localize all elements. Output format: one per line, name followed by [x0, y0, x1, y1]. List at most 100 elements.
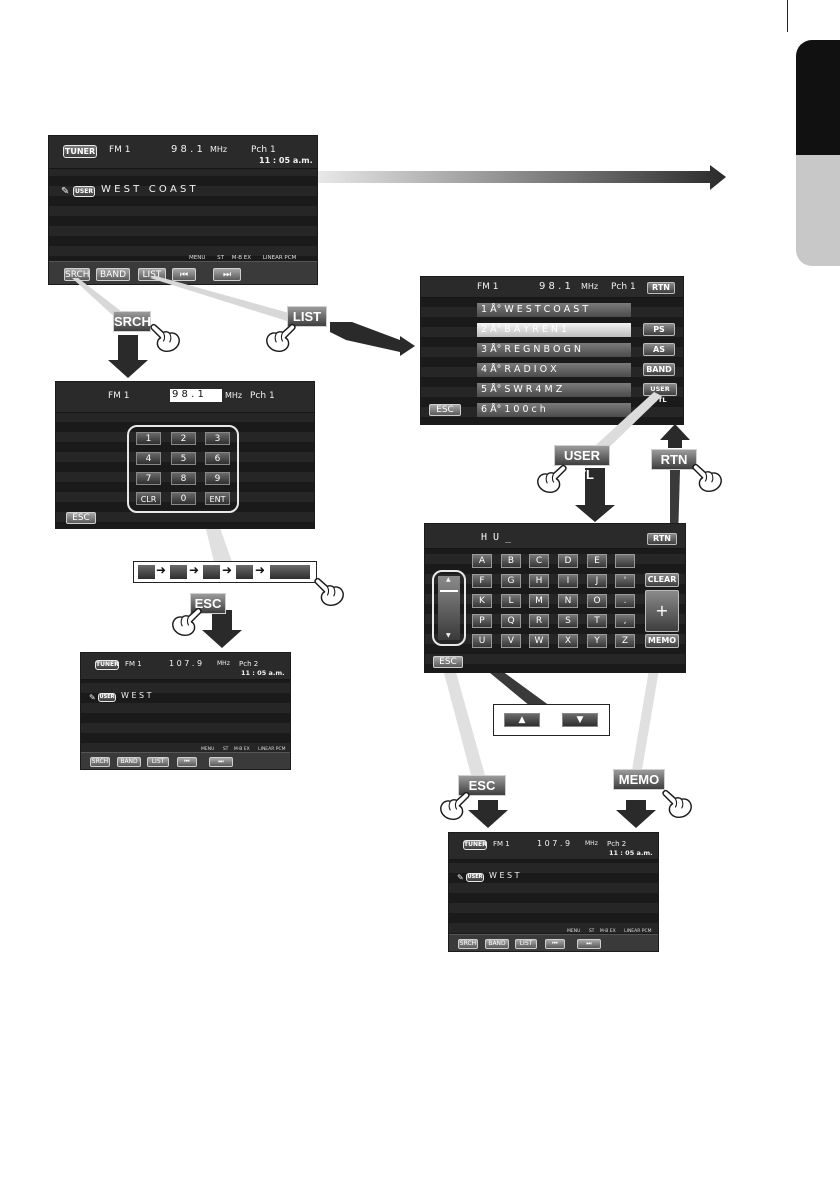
letter-key[interactable]: X	[558, 634, 578, 648]
letter-key[interactable]: B	[501, 554, 521, 568]
prev-button[interactable]: ⏮	[172, 268, 196, 281]
status-linear-pcm: LINEAR PCM	[624, 929, 652, 934]
scroll-thumb[interactable]	[440, 590, 458, 592]
clear-button[interactable]: CLEAR	[645, 573, 679, 587]
letter-key[interactable]: D	[558, 554, 578, 568]
letter-key[interactable]: F	[472, 574, 492, 588]
next-button[interactable]: ⏭	[209, 757, 233, 767]
letter-key[interactable]: '	[615, 574, 635, 588]
letter-key[interactable]	[615, 554, 635, 568]
hand-pointer-icon	[660, 784, 696, 820]
key-3[interactable]: 3	[205, 432, 230, 445]
frequency-unit: MHz	[210, 145, 228, 154]
srch-button[interactable]: SRCH	[458, 939, 478, 949]
frequency-input[interactable]	[170, 389, 222, 402]
scroll-track[interactable]	[438, 576, 460, 640]
enter-key[interactable]: ENT	[205, 492, 230, 505]
user-tag: USER	[466, 873, 484, 882]
preset-item-4[interactable]: 4 Å° R A D I O X	[477, 363, 631, 377]
letter-key[interactable]: C	[529, 554, 549, 568]
preset-item-1[interactable]: 1 Å° W E S T C O A S T	[477, 303, 631, 317]
esc-button[interactable]: ESC	[66, 512, 96, 524]
letter-key[interactable]: V	[501, 634, 521, 648]
band-button[interactable]: BAND	[643, 363, 675, 376]
band-button[interactable]: BAND	[485, 939, 509, 949]
user-ttl-button[interactable]: USER TTL	[643, 383, 677, 404]
letter-key[interactable]: L	[501, 594, 521, 608]
key-5[interactable]: 5	[171, 452, 196, 465]
letter-key[interactable]: E	[587, 554, 607, 568]
esc-button[interactable]: ESC	[429, 404, 461, 416]
arrow-right-icon: ➜	[222, 563, 233, 577]
title-input[interactable]: H U _	[481, 532, 512, 543]
letter-key[interactable]: ,	[615, 614, 635, 628]
plus-button[interactable]: +	[645, 590, 679, 632]
hand-pointer-icon	[533, 459, 569, 495]
srch-button[interactable]: SRCH	[90, 757, 110, 767]
as-button[interactable]: AS	[643, 343, 675, 356]
letter-key[interactable]: .	[615, 594, 635, 608]
key-4[interactable]: 4	[136, 452, 161, 465]
list-button[interactable]: LIST	[515, 939, 537, 949]
letter-key[interactable]: S	[558, 614, 578, 628]
letter-key[interactable]: K	[472, 594, 492, 608]
memo-callout: MEMO	[613, 769, 665, 790]
letter-key[interactable]: H	[529, 574, 549, 588]
status-mbex: M-B EX	[233, 747, 250, 752]
list-button[interactable]: LIST	[147, 757, 169, 767]
letter-key[interactable]: A	[472, 554, 492, 568]
letter-key[interactable]: Z	[615, 634, 635, 648]
letter-key[interactable]: Y	[587, 634, 607, 648]
key-7[interactable]: 7	[136, 472, 161, 485]
frequency: 9 8 . 1	[539, 281, 571, 292]
next-button[interactable]: ⏭	[577, 939, 601, 949]
letter-key[interactable]: T	[587, 614, 607, 628]
status-menu: MENU	[567, 929, 581, 934]
scroll-up-key[interactable]: ▲	[504, 713, 540, 727]
key-8[interactable]: 8	[171, 472, 196, 485]
clock: 11 : 05 a.m.	[609, 849, 653, 857]
letter-key[interactable]: I	[558, 574, 578, 588]
key-0[interactable]: 0	[171, 492, 196, 505]
key-2[interactable]: 2	[171, 432, 196, 445]
preset-item-3[interactable]: 3 Å° R E G N B O G N	[477, 343, 631, 357]
scroll-up-arrow[interactable]: ▲	[446, 576, 451, 583]
letter-key[interactable]: W	[529, 634, 549, 648]
user-tag: USER	[73, 186, 95, 197]
scroll-down-arrow[interactable]: ▼	[446, 632, 451, 639]
esc-button[interactable]: ESC	[433, 656, 463, 668]
station-name: W E S T	[489, 871, 520, 880]
sequence-key	[236, 565, 253, 579]
letter-key[interactable]: P	[472, 614, 492, 628]
letter-key[interactable]: O	[587, 594, 607, 608]
ps-button[interactable]: PS	[643, 323, 675, 336]
rtn-button[interactable]: RTN	[647, 533, 677, 545]
prev-button[interactable]: ⏮	[545, 939, 565, 949]
key-6[interactable]: 6	[205, 452, 230, 465]
letter-key[interactable]: R	[529, 614, 549, 628]
rtn-button[interactable]: RTN	[647, 282, 675, 294]
memo-button[interactable]: MEMO	[645, 634, 679, 648]
band-button[interactable]: BAND	[96, 268, 130, 281]
tuner-result-screen-right: TUNER FM 1 1 0 7 . 9 MHz Pch 2 11 : 05 a…	[448, 832, 659, 952]
main-tuner-screen: TUNER FM 1 9 8 . 1 MHz Pch 1 11 : 05 a.m…	[48, 135, 318, 285]
prev-button[interactable]: ⏮	[177, 757, 197, 767]
pencil-icon: ✎	[457, 873, 464, 882]
letter-key[interactable]: G	[501, 574, 521, 588]
preset-item-2[interactable]: 2 Å° B A Y R E N 1	[477, 323, 631, 337]
clear-key[interactable]: CLR	[136, 492, 161, 505]
next-button[interactable]: ⏭	[213, 268, 241, 281]
preset-channel: Pch 1	[251, 145, 276, 155]
scroll-down-key[interactable]: ▼	[562, 713, 598, 727]
letter-key[interactable]: J	[587, 574, 607, 588]
band-button[interactable]: BAND	[117, 757, 141, 767]
key-1[interactable]: 1	[136, 432, 161, 445]
preset-item-6[interactable]: 6 Å° 1 0 0 c h	[477, 403, 631, 417]
preset-item-5[interactable]: 5 Å° S W R 4 M Z	[477, 383, 631, 397]
letter-key[interactable]: N	[558, 594, 578, 608]
letter-key[interactable]: U	[472, 634, 492, 648]
letter-key[interactable]: Q	[501, 614, 521, 628]
letter-key[interactable]: M	[529, 594, 549, 608]
key-9[interactable]: 9	[205, 472, 230, 485]
tuner-result-screen-left: TUNER FM 1 1 0 7 . 9 MHz Pch 2 11 : 05 a…	[80, 652, 291, 770]
